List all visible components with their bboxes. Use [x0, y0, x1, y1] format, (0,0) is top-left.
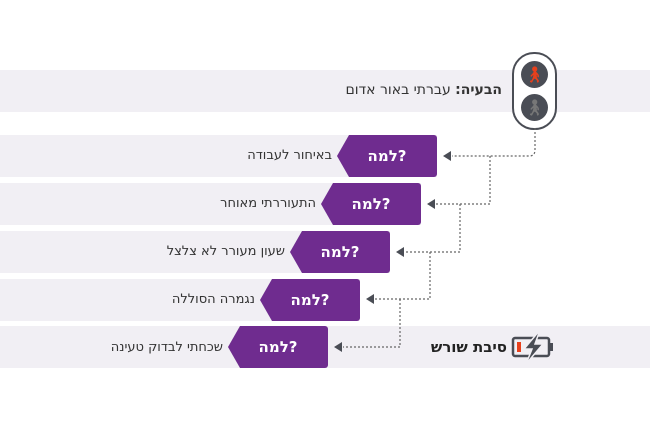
arrow-2	[427, 199, 435, 209]
connector-2	[436, 156, 491, 205]
problem-label: הבעיה:	[455, 82, 502, 98]
connector-5	[343, 299, 401, 348]
answer-5: שכחתי לבדוק טעינה	[110, 340, 223, 355]
why-tag-1: למה?	[337, 135, 437, 177]
why-tag-2: למה?	[321, 183, 421, 225]
connector-3	[405, 204, 461, 253]
why-tag-4: למה?	[260, 279, 360, 321]
answer-2: התעוררתי מאוחר	[220, 196, 316, 211]
problem-statement: הבעיה: עברתי באור אדום	[345, 82, 502, 98]
problem-text: עברתי באור אדום	[345, 82, 451, 98]
why-tag-5: למה?	[228, 326, 328, 368]
green-pedestrian-light: 🚶︎	[521, 94, 548, 121]
answer-3: שעון מעורר לא צלצל	[166, 244, 285, 259]
battery-charging-icon	[511, 329, 553, 365]
arrow-3	[396, 247, 404, 257]
root-cause-label: סיבת שורש	[430, 338, 507, 356]
arrow-5	[334, 342, 342, 352]
answer-4: נגמרה הסוללה	[171, 292, 255, 307]
arrow-4	[366, 294, 374, 304]
red-pedestrian-light: 🚶︎	[521, 61, 548, 88]
arrow-1	[443, 151, 451, 161]
answer-1: באיחור לעבודה	[247, 148, 332, 163]
connector-4	[375, 252, 431, 300]
why-tag-3: למה?	[290, 231, 390, 273]
connector-1	[452, 128, 536, 157]
